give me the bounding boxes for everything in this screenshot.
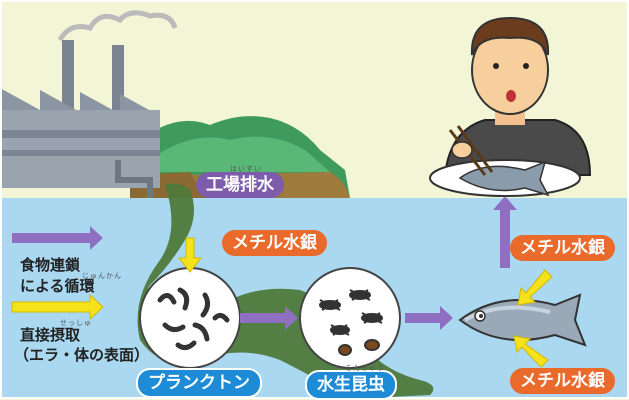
insects-ruby: こんちゅう: [345, 364, 385, 372]
fish-icon: [458, 293, 587, 347]
legend-purple-arrow-icon: [12, 226, 103, 250]
drainage-ruby: はいすい: [230, 165, 262, 173]
legend-food-chain-ruby: じゅんかん: [82, 272, 122, 280]
food-chain-arrows: [12, 196, 517, 330]
plankton-label: プランクトン: [136, 368, 262, 398]
insects-circle-icon: [299, 267, 401, 369]
plankton-circle-icon: [139, 267, 241, 369]
drainage-label: 工場排水: [196, 172, 284, 198]
direct-intake-arrows: [11, 237, 553, 368]
person-eating-fish-icon: [429, 16, 592, 197]
factory-icon: [0, 10, 178, 198]
legend-food-chain-line1: 食物連鎖: [20, 256, 81, 274]
insects-label: 水生昆虫: [305, 370, 397, 400]
mercury-label-top: メチル水銀: [222, 230, 327, 256]
mercury-label-right: メチル水銀: [510, 235, 615, 261]
mercury-label-bottom: メチル水銀: [510, 368, 615, 394]
legend-direct-line1: 直接摂取: [20, 326, 81, 344]
legend-direct-ruby: せっしゅ: [60, 319, 92, 327]
legend-yellow-arrow-icon: [11, 293, 104, 321]
legend-direct-line2: （エラ・体の表面）: [14, 346, 150, 364]
legend-food-chain-line2: による循環: [20, 277, 95, 295]
